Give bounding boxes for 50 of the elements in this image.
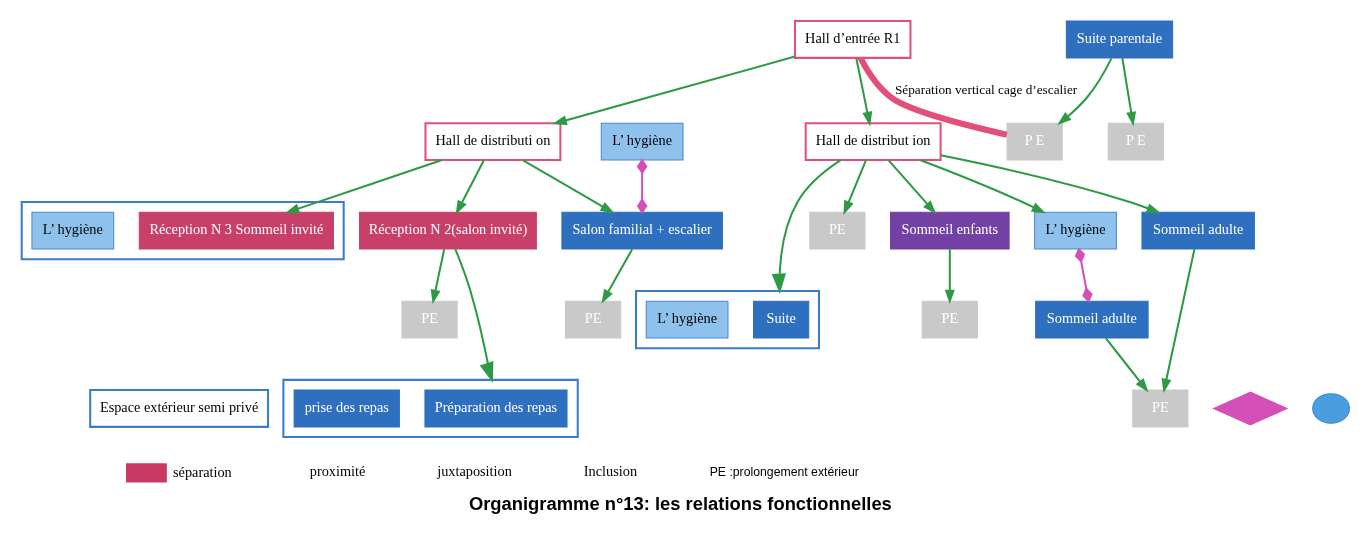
arrow <box>919 158 1046 214</box>
node-box: Espace extérieur semi privé <box>88 388 269 428</box>
legend-label: séparation <box>172 463 232 480</box>
node-box: Hall d’entrée R1 <box>793 19 911 59</box>
legend-label: proximité <box>309 462 365 479</box>
node-box: Hall de distribut ion <box>804 121 942 161</box>
edge-label: Séparation vertical cage d’escalier <box>894 81 1077 97</box>
arrow <box>1120 57 1136 126</box>
node-box: L’ hygiène <box>645 300 728 338</box>
connector <box>636 157 647 214</box>
arrow <box>430 248 445 304</box>
node-box: Sommeil adulte <box>1034 300 1149 338</box>
node-box: Sommeil adulte <box>1140 211 1255 250</box>
node-box: L’ hygiène <box>30 211 114 250</box>
arrow <box>854 57 872 126</box>
node-circle <box>1311 392 1350 424</box>
node-box: prise des repas <box>293 389 400 427</box>
arrow <box>601 248 633 304</box>
arrow <box>887 159 936 214</box>
arrow <box>453 248 493 383</box>
node-box: Suite parentale <box>1065 20 1173 58</box>
node-diamond <box>1211 391 1288 425</box>
arrow <box>522 158 615 214</box>
arrow <box>1104 337 1148 392</box>
arrow <box>939 153 1161 213</box>
node-box: Hall de distributi on <box>423 121 561 161</box>
node-box: Réception N 3 Sommeil invité <box>138 211 334 250</box>
connector <box>857 56 1008 138</box>
node-box: Sommeil enfants <box>889 211 1010 250</box>
arrow <box>1056 57 1112 125</box>
legend-label: Inclusion <box>583 462 637 479</box>
node-box: Salon familial + escalier <box>560 211 723 250</box>
diagram-title: Organigramme n°13: les relations fonctionnelles <box>468 492 892 514</box>
label: PE :prolongement extérieur <box>709 464 859 479</box>
node-box: Réception N 2(salon invité) <box>358 211 537 250</box>
node-box: L’ hygiène <box>1033 211 1117 250</box>
arrow <box>771 158 841 294</box>
arrow <box>944 248 955 304</box>
arrow <box>455 159 485 215</box>
cluster <box>634 289 820 349</box>
arrow <box>284 158 442 213</box>
cluster <box>281 378 579 438</box>
arrow <box>1161 248 1195 393</box>
arrow <box>842 159 867 215</box>
legend-label: juxtaposition <box>436 462 512 479</box>
node-box: Préparation des repas <box>423 389 568 427</box>
arrow <box>551 55 795 125</box>
node-box: Suite <box>752 300 809 338</box>
connector <box>1074 246 1093 303</box>
node-box: L’ hygiène <box>600 122 684 161</box>
